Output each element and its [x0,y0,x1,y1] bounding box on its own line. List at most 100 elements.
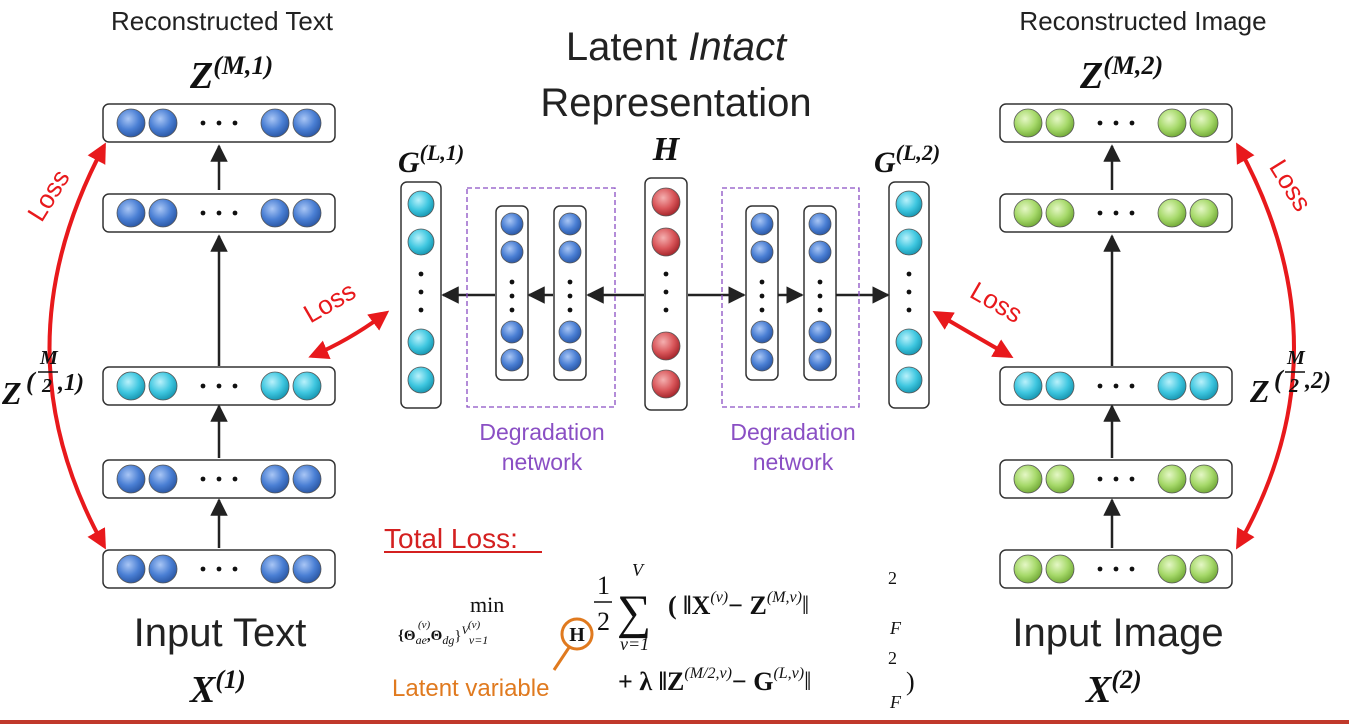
node [895,190,923,218]
node [808,212,832,236]
ellipsis-dot [509,307,515,313]
ellipsis-dot [1129,120,1135,126]
node [292,371,322,401]
loss-label-left: Loss [21,164,76,226]
ellipsis-dot [1129,210,1135,216]
ellipsis-dot [759,307,765,313]
formula-sum-bottom: v=1 [620,634,649,654]
left-layer-3 [102,366,336,406]
ellipsis-dot [1113,120,1119,126]
node [808,348,832,372]
ellipsis-dot [418,289,424,295]
node [1045,554,1075,584]
right-layer-4 [999,459,1233,499]
ellipsis-dot [418,307,424,313]
node [1189,554,1219,584]
node [500,212,524,236]
node [260,371,290,401]
node [1189,464,1219,494]
node [148,554,178,584]
formula-norm-f-1: F [889,618,902,638]
degradation-right-line2: network [753,449,834,475]
node [1013,108,1043,138]
node [292,198,322,228]
node [1157,371,1187,401]
left-top-label: Reconstructed Text [111,6,334,36]
node [1045,108,1075,138]
layer-group [102,103,1233,589]
formula-min: min [470,592,504,617]
formula-norm-sq-1: 2 [888,568,897,588]
node [808,240,832,264]
deg-left-layer-2 [553,205,587,381]
formula-paren-close: ) [906,667,915,696]
ellipsis-dot [663,289,669,295]
ellipsis-dot [1097,566,1103,572]
ellipsis-dot [232,210,238,216]
node [148,371,178,401]
ellipsis-dot [1097,120,1103,126]
deg-right-layer-1 [745,205,779,381]
ellipsis-dot [1113,383,1119,389]
node [1189,198,1219,228]
ellipsis-dot [232,476,238,482]
node [1045,371,1075,401]
ellipsis-dot [216,120,222,126]
right-layer-3 [999,366,1233,406]
ellipsis-dot [200,210,206,216]
node [895,366,923,394]
ellipsis-dot [1097,476,1103,482]
right-mid-frac-den: 2 [1288,375,1299,397]
node [750,212,774,236]
node [407,366,435,394]
h-label: H [652,131,681,168]
ellipsis-dot [509,279,515,285]
node [407,328,435,356]
left-bottom-label: Input Text [134,611,307,655]
node [651,227,681,257]
left-top-var: Z(M,1) [189,51,273,97]
node [260,554,290,584]
ellipsis-dot [200,120,206,126]
g-left-label: G(L,1) [398,140,464,179]
ellipsis-dot [1113,210,1119,216]
node [148,108,178,138]
loss-label-inner-right: Loss [965,275,1028,328]
loss-arc-inner-left [308,310,390,360]
ellipsis-dot [567,307,573,313]
deg-right-layer-2 [803,205,837,381]
node [1157,554,1187,584]
ellipsis-dot [216,383,222,389]
ellipsis-dot [759,293,765,299]
node [260,464,290,494]
formula-min-sub: {Θae,Θdg}Vv=1 [398,623,488,647]
ellipsis-dot [200,566,206,572]
ellipsis-dot [1129,566,1135,572]
node [148,198,178,228]
right-top-label: Reconstructed Image [1019,6,1266,36]
node [260,198,290,228]
loss-arc-right [1236,142,1296,550]
node [750,348,774,372]
loss-label-right: Loss [1263,154,1318,216]
left-mid-var: Z [1,375,22,411]
node [116,198,146,228]
left-mid-frac-den: 2 [41,375,52,397]
left-layer-1 [102,103,336,143]
node [895,328,923,356]
ellipsis-dot [567,293,573,299]
ellipsis-dot [663,307,669,313]
formula-sum: ∑ [617,586,651,639]
node [407,228,435,256]
h-layer [644,177,688,411]
bottom-divider [0,720,1349,724]
node [1013,371,1043,401]
latent-h-circle [560,617,594,651]
node [407,190,435,218]
formula-norm-f-2: F [889,692,902,712]
center-title-line1: Latent Intact [566,25,788,69]
node [651,331,681,361]
left-mid-sup: ,1) [57,370,84,396]
latent-variable-label: Latent variable [392,675,549,702]
